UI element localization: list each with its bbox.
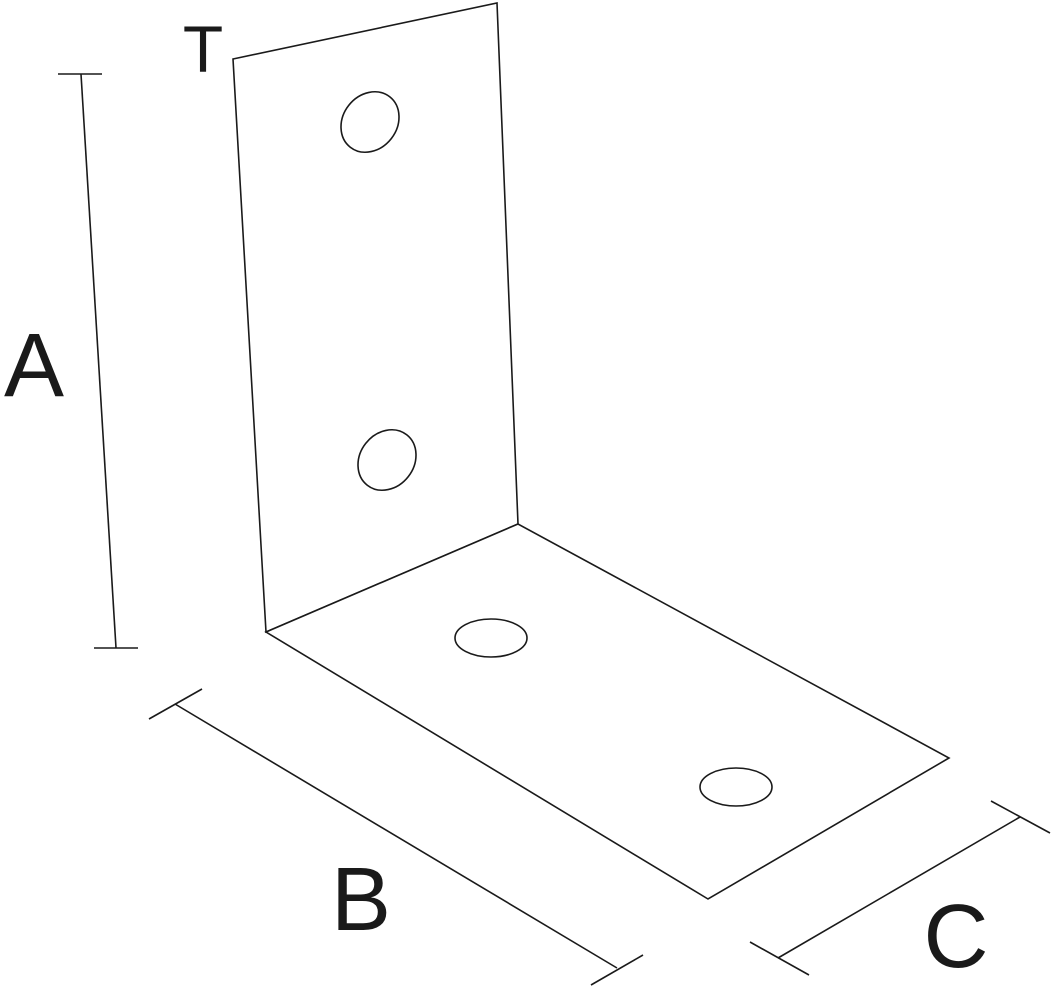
horizontal-leg-hole-outer	[699, 767, 773, 807]
dimension-a-line	[80, 73, 117, 649]
vertical-leg-hole-upper	[340, 90, 400, 154]
label-t: T	[183, 12, 223, 86]
horizontal-leg-hole-inner	[454, 618, 528, 658]
dimension-c-tick-start	[749, 941, 810, 976]
dimension-c-tick-end	[990, 800, 1051, 834]
dimension-c-line	[777, 816, 1021, 959]
label-c: C	[924, 887, 989, 987]
label-a: A	[4, 316, 64, 416]
dimension-b	[148, 688, 644, 986]
label-b: B	[331, 850, 391, 950]
dimension-c	[749, 800, 1051, 976]
vertical-leg-hole-lower	[357, 428, 417, 492]
dimension-a	[58, 73, 138, 649]
dimension-b-line	[174, 703, 618, 969]
horizontal-leg	[264, 523, 951, 900]
dimension-b-tick-start	[148, 688, 203, 720]
dimension-b-tick-end	[590, 954, 644, 986]
